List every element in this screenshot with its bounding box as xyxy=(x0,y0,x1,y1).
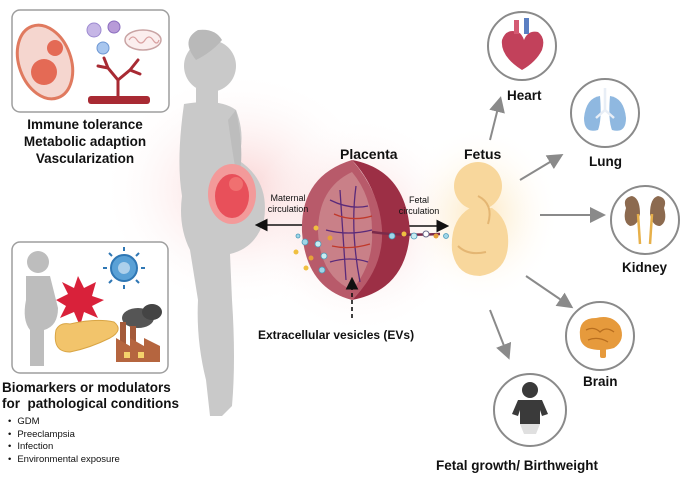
brain-label: Brain xyxy=(583,374,618,389)
blood-vessel-icon xyxy=(88,56,150,104)
heart-label: Heart xyxy=(507,88,542,103)
metabolic-adaption-label: Metabolic adaption xyxy=(23,134,147,149)
placenta-icon xyxy=(301,160,441,300)
immune-cells-icon xyxy=(86,20,121,55)
maternal-label-line1: Maternal xyxy=(270,193,306,203)
top-box-caption: Immune tolerance Metabolic adaption Vasc… xyxy=(10,116,160,167)
condition-environmental: Environmental exposure xyxy=(8,454,119,467)
condition-list: GDM Preeclampsia Infection Environmental… xyxy=(8,416,120,467)
vascularization-label: Vascularization xyxy=(35,151,135,166)
explosion-icon xyxy=(56,276,104,326)
fetal-circulation-label: Fetal circulation xyxy=(392,195,446,217)
fetus-label: Fetus xyxy=(464,146,502,162)
brain-icon xyxy=(579,317,622,358)
growth-label: Fetal growth/ Birthweight xyxy=(436,458,598,473)
heart-icon xyxy=(501,18,544,70)
kidney-circle xyxy=(610,185,680,255)
kidney-label: Kidney xyxy=(622,260,668,275)
biomarker-title-line2: for pathological conditions xyxy=(2,396,179,411)
fetus-icon xyxy=(451,162,509,276)
outgoing-arrows xyxy=(489,96,606,360)
maternal-label-line2: circulation xyxy=(267,204,309,214)
fetal-label-line1: Fetal xyxy=(408,195,429,205)
pregnant-person-icon xyxy=(24,251,59,366)
fetal-label-line2: circulation xyxy=(398,206,440,216)
lung-label: Lung xyxy=(589,154,622,169)
extracellular-vesicles-dots xyxy=(293,225,449,274)
biomarker-title: Biomarkers or modulators for pathologica… xyxy=(2,380,202,412)
virus-icon xyxy=(103,247,145,289)
kidney-icon xyxy=(624,196,666,245)
immune-tolerance-label: Immune tolerance xyxy=(27,117,143,132)
ev-label: Extracellular vesicles (EVs) xyxy=(258,328,415,342)
condition-gdm: GDM xyxy=(8,416,120,429)
baby-icon xyxy=(512,382,548,434)
womb-icon xyxy=(208,164,256,224)
fetus-in-uterus-icon xyxy=(15,23,75,101)
placenta-label: Placenta xyxy=(340,146,398,162)
mitochondrion-icon xyxy=(124,29,162,51)
condition-infection: Infection xyxy=(8,441,120,454)
condition-preeclampsia: Preeclampsia xyxy=(8,429,120,442)
pancreas-icon xyxy=(54,319,119,353)
maternal-circulation-label: Maternal circulation xyxy=(258,193,318,215)
biomarker-title-line1: Biomarkers or modulators xyxy=(2,380,171,395)
factory-pollution-icon xyxy=(116,304,162,362)
lung-circle xyxy=(570,78,640,148)
lung-icon xyxy=(584,88,626,131)
